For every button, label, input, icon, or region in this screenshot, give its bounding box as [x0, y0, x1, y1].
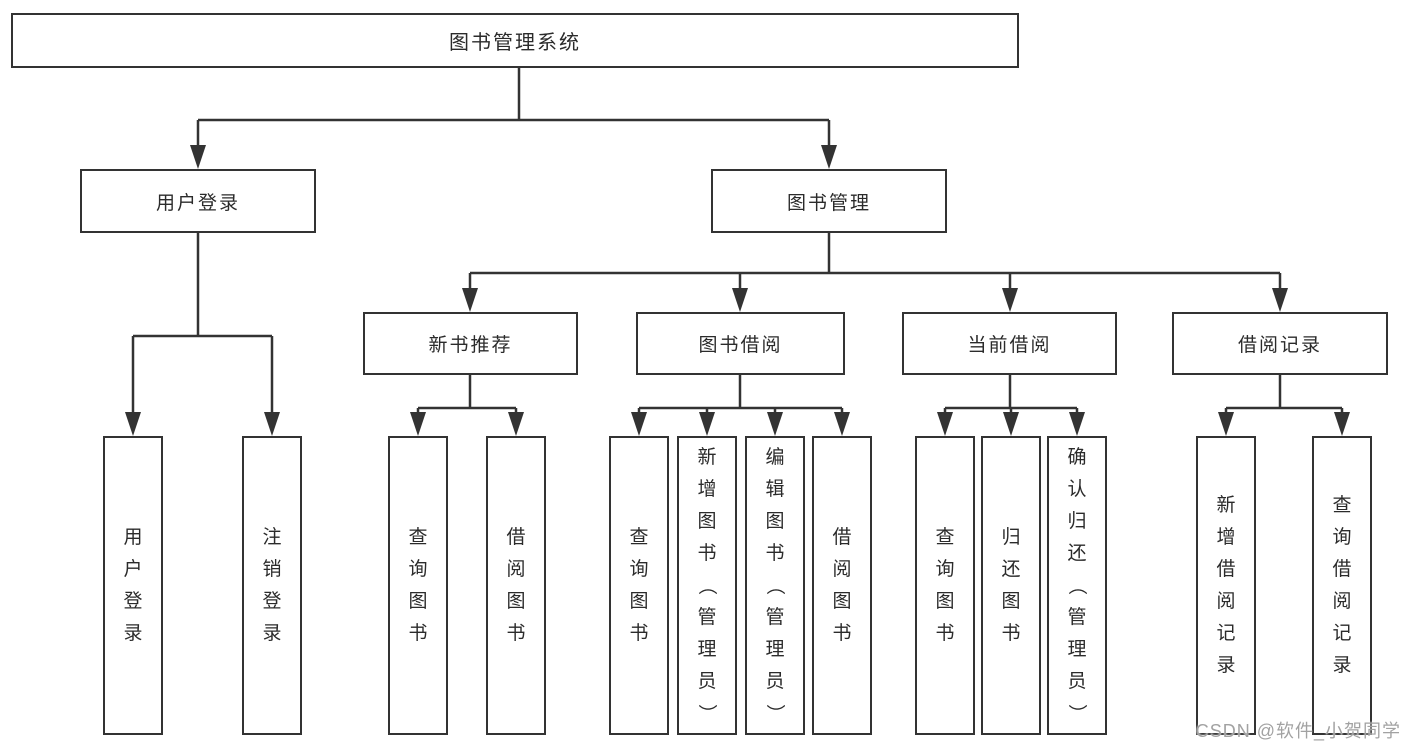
leaf-query-books-borrowing: 查询图书 [609, 436, 669, 735]
leaf-add-borrow-record: 新增借阅记录 [1196, 436, 1256, 735]
node-borrowing-records: 借阅记录 [1172, 312, 1388, 375]
connector-paths [131, 68, 1344, 418]
leaf-query-borrow-record: 查询借阅记录 [1312, 436, 1372, 735]
leaf-borrow-books-recommend: 借阅图书 [486, 436, 546, 735]
node-library-management-system: 图书管理系统 [11, 13, 1019, 68]
leaf-add-books-admin: 新增图书（管理员） [677, 436, 737, 735]
csdn-watermark: CSDN @软件_小贺同学 [1195, 721, 1401, 741]
leaf-query-books-recommend: 查询图书 [388, 436, 448, 735]
arrowheads [125, 145, 1350, 436]
node-book-borrowing: 图书借阅 [636, 312, 845, 375]
node-current-borrowing: 当前借阅 [902, 312, 1117, 375]
leaf-logout: 注销登录 [242, 436, 302, 735]
node-user-login: 用户登录 [80, 169, 316, 233]
leaf-edit-books-admin: 编辑图书（管理员） [745, 436, 805, 735]
node-book-management: 图书管理 [711, 169, 947, 233]
leaf-return-books: 归还图书 [981, 436, 1041, 735]
leaf-borrow-books: 借阅图书 [812, 436, 872, 735]
leaf-query-books-current: 查询图书 [915, 436, 975, 735]
node-new-book-recommendation: 新书推荐 [363, 312, 578, 375]
leaf-user-login: 用户登录 [103, 436, 163, 735]
leaf-confirm-return-admin: 确认归还（管理员） [1047, 436, 1107, 735]
